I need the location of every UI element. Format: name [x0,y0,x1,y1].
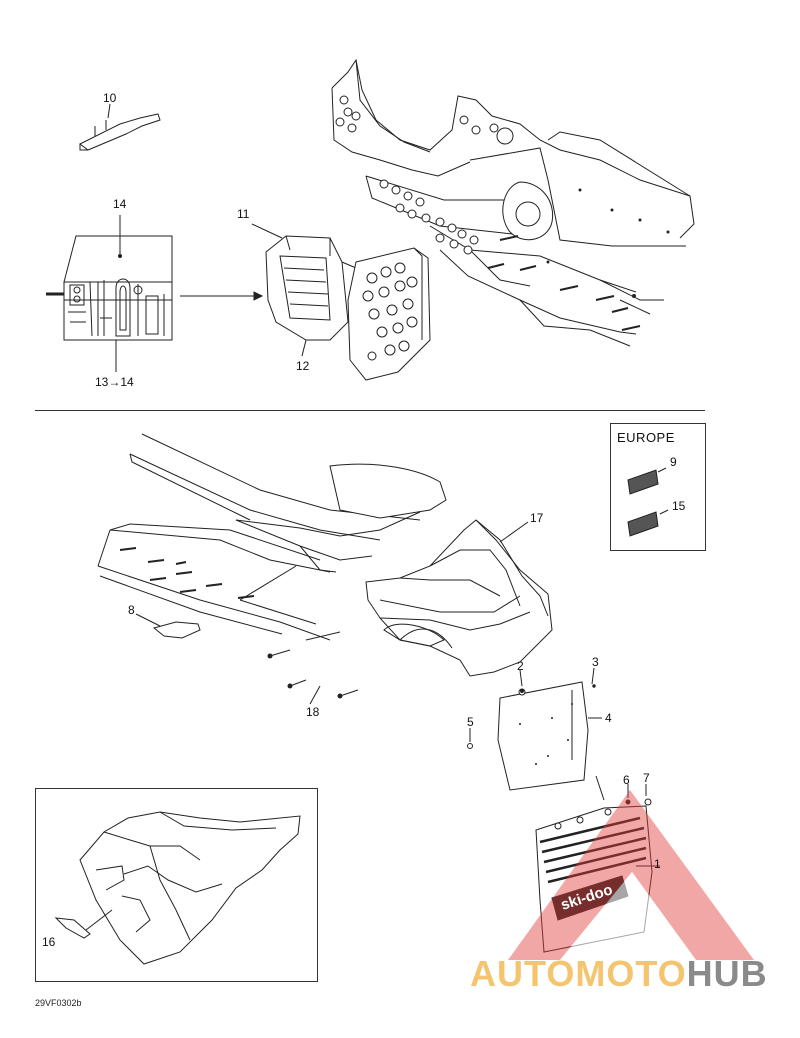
tunnel-frame [97,433,447,641]
label-part-10: 10 [103,91,117,105]
label-part-11: 11 [237,207,250,221]
label-part-17: 17 [530,511,544,525]
reflector-part-8 [135,613,201,639]
watermark-part-1: AUTOMOTO [470,953,687,994]
label-part-4: 4 [605,711,612,725]
hood-part-17 [365,519,553,677]
label-part-6: 6 [623,773,630,787]
label-part-8: 8 [128,603,135,617]
label-part-9: 9 [670,455,677,469]
label-part-14: 14 [113,197,127,211]
mounting-plate [347,247,431,381]
label-part-3: 3 [592,655,599,669]
label-part-12: 12 [296,359,310,373]
label-part-5: 5 [467,715,474,729]
europe-reflectors [627,467,669,537]
bracket-part-10 [79,103,161,151]
chassis-frame-upper [331,58,695,347]
inset-box [35,788,318,982]
fasteners-parts-6-7 [595,775,652,806]
label-part-2: 2 [517,659,524,673]
label-part-15: 15 [672,499,686,513]
inset-belly-pan [54,811,301,965]
label-part-16: 16 [42,935,56,949]
europe-title: EUROPE [617,430,675,445]
drawing-code: 29VF0302b [35,998,82,1008]
mud-plate-part-4 [467,667,602,791]
watermark-triangle [508,790,754,960]
label-part-1: 1 [654,857,661,871]
label-part-7: 7 [643,771,650,785]
section-divider [35,410,705,411]
watermark-text: AUTOMOTOHUB [470,956,768,992]
europe-box: EUROPE [610,423,706,551]
label-part-13-14: 13→14 [95,375,134,389]
watermark-part-2: HUB [686,953,768,994]
control-module-part-11 [251,223,357,357]
label-part-18: 18 [306,705,320,719]
screws-part-18 [267,631,359,705]
toolkit-box [46,215,264,372]
